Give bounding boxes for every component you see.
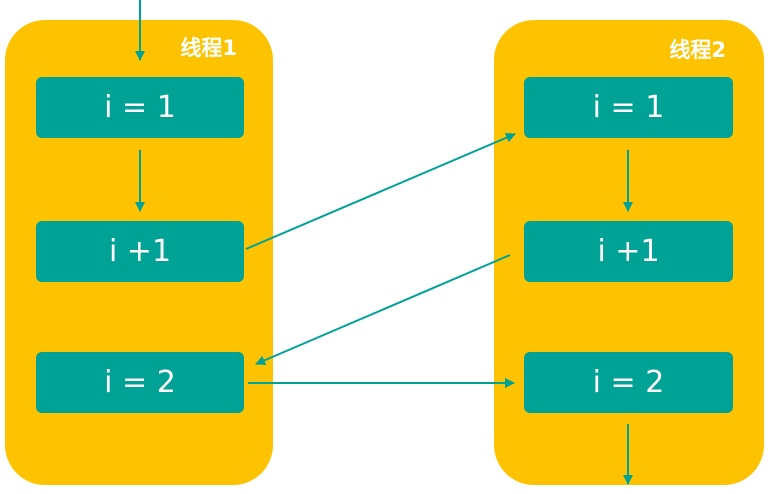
t2-step2-to-t1-step3-arrow — [255, 254, 511, 366]
thread-2-title: 线程2 — [669, 38, 726, 62]
t1-step2-to-t2-step1-arrow — [245, 132, 516, 250]
thread-2-step-2: i +1 — [524, 221, 733, 282]
thread-1-step-3: i = 2 — [36, 352, 244, 413]
thread-1-title: 线程1 — [180, 36, 237, 60]
thread-2-step-3: i = 2 — [524, 352, 733, 413]
thread-1-step-2: i +1 — [36, 221, 244, 282]
thread-2-step-1: i = 1 — [524, 77, 733, 138]
thread-1-step-1: i = 1 — [36, 77, 244, 138]
